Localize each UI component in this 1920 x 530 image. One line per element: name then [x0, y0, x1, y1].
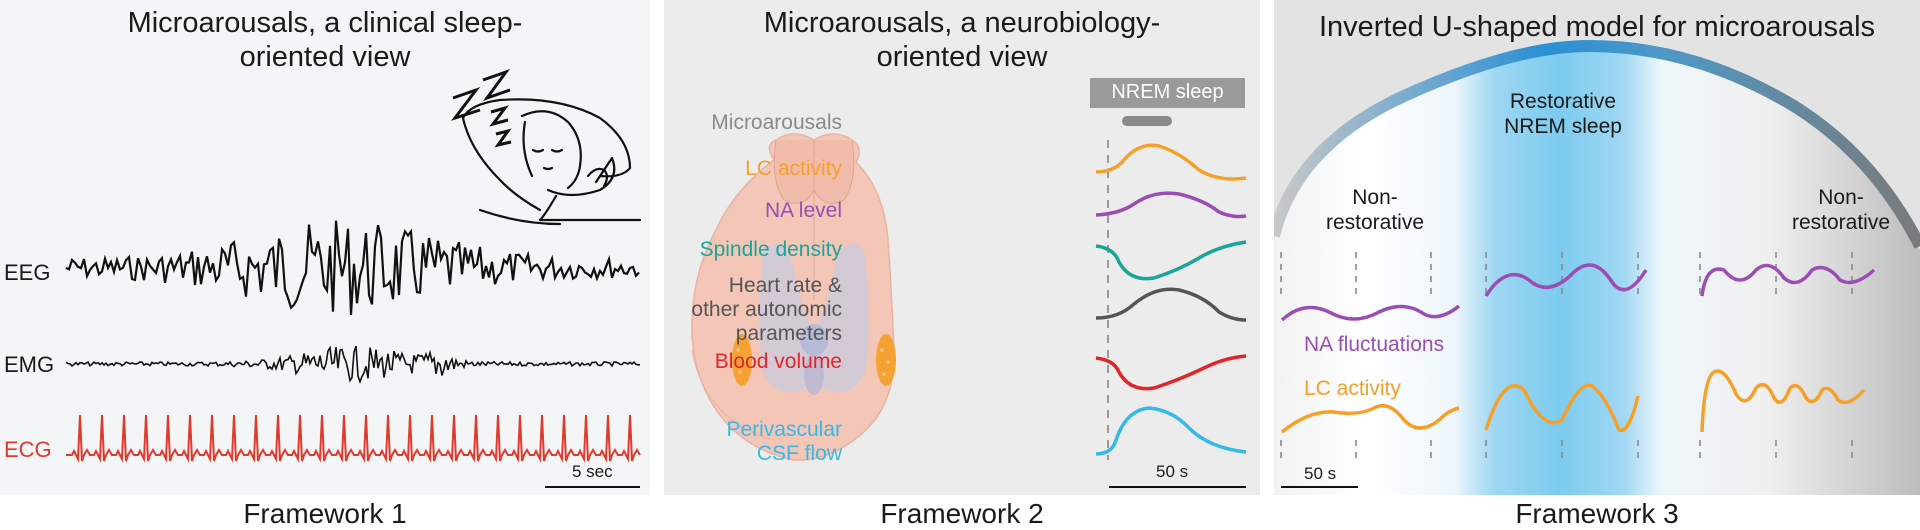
na-level-trace [1095, 191, 1247, 219]
na-fluctuations-left [1280, 304, 1461, 322]
na-fluctuations-middle [1484, 263, 1648, 297]
framework-2-panel: Microarousals, a neurobiology- oriented … [664, 0, 1260, 495]
mouse-brain-illustration [691, 133, 896, 461]
framework-3-scale-label: 50 s [1304, 464, 1337, 483]
emg-trace [65, 345, 640, 385]
framework-2-caption: Framework 2 [880, 498, 1044, 529]
framework-2-figure [691, 78, 1247, 488]
eeg-label: EEG [4, 260, 51, 285]
restorative-nrem-label: Restorative NREM sleep [1504, 90, 1622, 138]
framework-2-title: Microarousals, a neurobiology- oriented … [763, 7, 1161, 73]
sleeping-person-illustration [461, 98, 642, 226]
lc-activity-label: LC activity [745, 157, 842, 180]
na-fluctuations-right [1700, 263, 1876, 297]
framework-1-caption: Framework 1 [243, 498, 407, 529]
blood-volume-trace [1095, 354, 1247, 391]
spindle-density-label: Spindle density [699, 238, 842, 261]
inverted-u-dome [1274, 50, 1920, 495]
ecg-label: ECG [4, 437, 52, 462]
non-restorative-left-label: Non- restorative [1325, 186, 1425, 234]
zzz-icon [450, 69, 512, 148]
framework-1-scale-label: 5 sec [572, 462, 613, 481]
framework-1-title: Microarousals, a clinical sleep- oriente… [127, 7, 523, 73]
heart-rate-label: Heart rate & other autonomic parameters [691, 274, 842, 345]
framework-3-title: Inverted U-shaped model for microarousal… [1318, 11, 1876, 43]
emg-label: EMG [4, 352, 55, 377]
non-restorative-right-label: Non- restorative [1791, 186, 1891, 234]
framework-3-caption: Framework 3 [1515, 498, 1679, 529]
microarousals-label: Microarousals [711, 111, 842, 134]
blood-volume-label: Blood volume [714, 350, 842, 373]
lc-activity-left [1280, 404, 1460, 434]
framework-1-figure [65, 69, 642, 488]
nrem-sleep-label: NREM sleep [1111, 81, 1224, 103]
nrem-sleep-bar [1090, 78, 1245, 108]
lc-activity-trace [1095, 143, 1247, 181]
framework-1-panel: Microarousals, a clinical sleep- oriente… [0, 0, 650, 495]
csf-flow-trace [1095, 406, 1247, 456]
inverted-u-arc [1274, 39, 1920, 249]
na-fluctuations-label: NA fluctuations [1304, 333, 1445, 356]
heart-rate-trace [1095, 287, 1247, 322]
spindle-density-trace [1095, 240, 1247, 281]
ecg-trace [66, 414, 641, 463]
lc-activity-label-3: LC activity [1304, 377, 1401, 400]
lc-activity-right [1700, 369, 1866, 433]
time-tick-marks [1280, 252, 1853, 460]
csf-flow-label: Perivascular CSF flow [726, 418, 842, 465]
na-level-label: NA level [764, 199, 842, 222]
framework-3-panel: Inverted U-shaped model for microarousal… [1274, 0, 1920, 495]
lc-activity-middle [1484, 383, 1640, 433]
framework-2-scale-label: 50 s [1156, 462, 1189, 481]
framework-3-figure [1274, 0, 1920, 495]
microarousal-bar [1122, 116, 1172, 126]
eeg-trace [65, 220, 640, 315]
